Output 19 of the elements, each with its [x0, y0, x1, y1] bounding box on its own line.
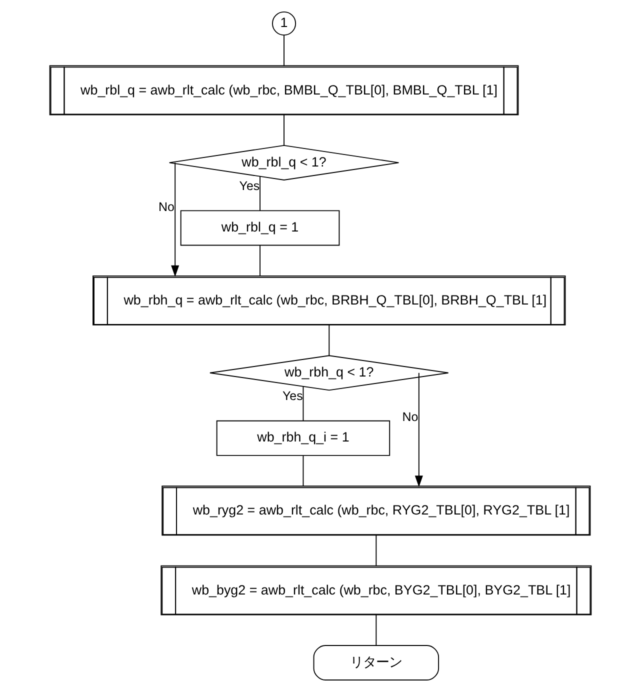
connector	[328, 324, 330, 356]
connector	[302, 455, 304, 487]
edge-label: No	[158, 200, 174, 214]
node-diamond: wb_rbl_q < 1?	[168, 144, 400, 180]
node-box: wb_rbl_q = 1	[180, 210, 340, 246]
connector	[376, 534, 377, 566]
connector	[302, 386, 304, 422]
node-circle: 1	[272, 11, 296, 36]
node-box: リターン	[313, 645, 440, 680]
connector	[260, 245, 261, 276]
edge-label: No	[402, 410, 418, 424]
arrow	[171, 162, 180, 277]
edge-label: Yes	[239, 179, 260, 194]
connector	[260, 176, 261, 212]
arrow	[414, 372, 423, 488]
node-diamond: wb_rbh_q < 1?	[209, 355, 449, 391]
edge-label: Yes	[282, 389, 303, 404]
node-box: wb_rbh_q_i = 1	[216, 420, 390, 456]
connector	[376, 614, 377, 646]
